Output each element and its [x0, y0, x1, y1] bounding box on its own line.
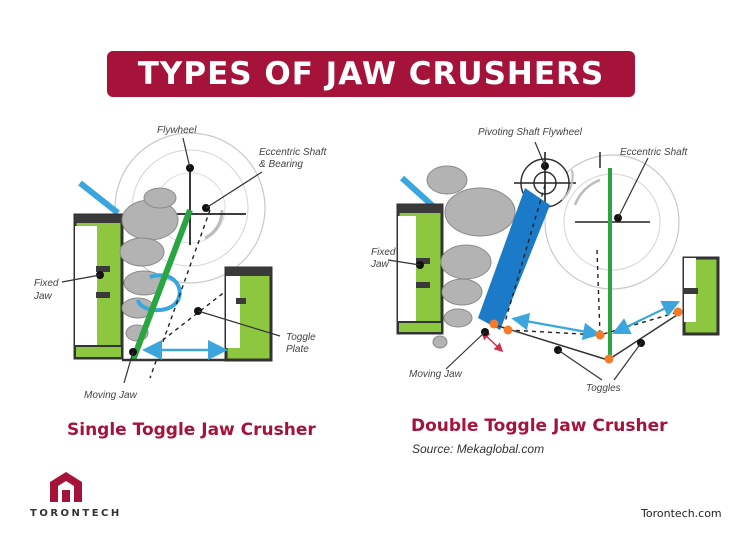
fixed-jaw-double-rib: [416, 258, 430, 264]
double-toggle-caption: Double Toggle Jaw Crusher: [411, 416, 668, 436]
back-frame-rib: [236, 298, 246, 304]
toggle-plate-leader: [197, 310, 281, 337]
back-frame-notch: [226, 276, 240, 348]
moving-jaw: [130, 208, 193, 362]
fixed-jaw-double-base: [397, 321, 443, 334]
rock: [440, 244, 492, 280]
feed-chute-double: [399, 175, 437, 210]
moving-jaw-double-leader: [445, 331, 486, 370]
label-moving-jaw: Moving Jaw: [84, 390, 138, 401]
feed-chute: [78, 180, 120, 216]
pin: [604, 354, 614, 364]
toggle-arrow-left: [511, 312, 601, 341]
fixed-jaw-double-notch: [398, 216, 416, 322]
pin: [673, 307, 683, 317]
brand-name: TORONTECH: [30, 508, 122, 519]
toggle-arrow-right: [612, 300, 680, 335]
rock: [143, 187, 177, 209]
pivot-rotation-arc: [561, 169, 574, 201]
pivot-leader: [534, 141, 546, 167]
torontech-logo-icon: [50, 472, 82, 502]
site-url[interactable]: Torontech.com: [641, 507, 722, 520]
rock: [444, 187, 516, 237]
eccentric-leader-double: [617, 157, 649, 219]
single-toggle-caption: Single Toggle Jaw Crusher: [67, 420, 316, 440]
label-fixed-double: Fixed: [371, 247, 396, 258]
double-rocks: [426, 165, 516, 349]
toggle-leader-right: [613, 342, 642, 381]
rock: [119, 237, 165, 267]
back-frame-top: [226, 268, 271, 276]
label-eccentric-bearing: & Bearing: [259, 159, 303, 170]
double-toggle-diagram: Pivoting Shaft Flywheel Eccentric Shaft …: [370, 127, 720, 394]
eccentric-guide-line: [596, 249, 601, 336]
fixed-jaw-double-rib: [416, 282, 430, 288]
title-banner: TYPES OF JAW CRUSHERS: [107, 51, 635, 97]
fixed-jaw-rib-2: [96, 292, 110, 298]
eccentric-rotation-arc: [573, 178, 601, 206]
label-eccentric-shaft-double: Eccentric Shaft: [620, 147, 688, 158]
fixed-jaw-base: [74, 345, 123, 359]
toggle-plate-line: [149, 279, 241, 351]
page-title: TYPES OF JAW CRUSHERS: [137, 56, 605, 92]
rock: [426, 165, 468, 195]
label-fixed: Fixed: [34, 278, 59, 289]
label-toggle: Toggle: [286, 332, 316, 343]
label-pivot-flywheel: Pivoting Shaft Flywheel: [478, 127, 583, 138]
moving-jaw-arrow: [480, 330, 504, 353]
fixed-jaw-double-leader: [387, 259, 421, 266]
pin: [489, 319, 499, 329]
label-toggles: Toggles: [586, 383, 621, 394]
fixed-jaw-top-plate: [75, 215, 122, 223]
guide-line: [149, 209, 211, 379]
pin: [595, 330, 605, 340]
pin: [503, 325, 513, 335]
label-flywheel: Flywheel: [157, 125, 197, 136]
rock: [441, 278, 483, 306]
rock: [443, 308, 473, 328]
fixed-jaw-rib-1: [96, 266, 110, 272]
flywheel-leader: [182, 137, 191, 169]
toggle-leader-left: [557, 349, 603, 381]
label-eccentric-shaft: Eccentric Shaft: [259, 147, 327, 158]
fixed-jaw-leader: [61, 274, 101, 283]
eccentric-leader: [205, 171, 263, 209]
fixed-jaw-notch: [75, 226, 97, 346]
label-moving-jaw-double: Moving Jaw: [409, 369, 463, 380]
fixed-jaw-double-top: [398, 205, 442, 213]
moving-jaw-leader: [123, 351, 134, 384]
single-rocks: [119, 187, 179, 342]
label-jaw: Jaw: [33, 291, 53, 302]
toggle-pins: [489, 307, 683, 364]
moving-jaw-double: [478, 188, 550, 330]
rotation-arc: [204, 209, 224, 240]
source-credit: Source: Mekaglobal.com: [412, 442, 545, 456]
label-jaw-double: Jaw: [370, 259, 390, 270]
back-frame-double-rib: [684, 288, 698, 294]
rock: [432, 335, 448, 349]
single-toggle-diagram: Flywheel Eccentric Shaft & Bearing Fixed…: [33, 125, 327, 401]
label-plate: Plate: [286, 344, 309, 355]
